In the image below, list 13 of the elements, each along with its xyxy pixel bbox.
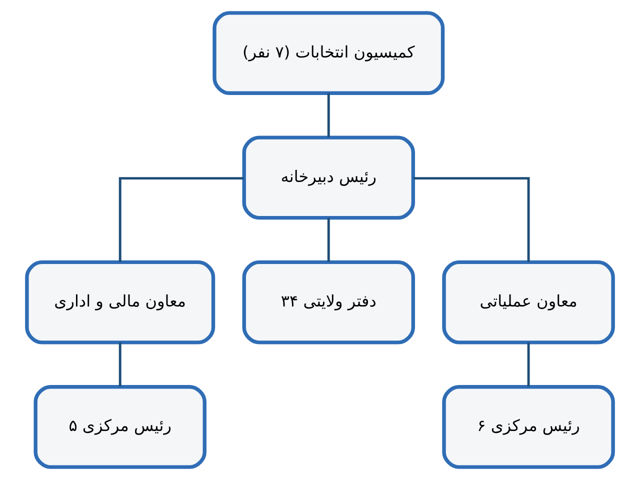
node-box: معاون عملیاتی [442,260,615,344]
node-box: معاون مالی و اداری [25,260,216,344]
node-box: ۵ رئیس مرکزی [34,384,206,469]
node-box: رئیس دبیرخانه [242,136,416,220]
node-box: ۳۴ دفتر ولایتی [242,260,416,344]
node-box: کمیسیون انتخابات (۷ نفر) [212,11,445,95]
connector [527,342,530,386]
connector [327,218,330,262]
connector [118,177,244,262]
connector [118,342,122,386]
connector [413,177,530,262]
connector [327,93,330,138]
node-box: ۶ رئیس مرکزی [442,384,615,469]
